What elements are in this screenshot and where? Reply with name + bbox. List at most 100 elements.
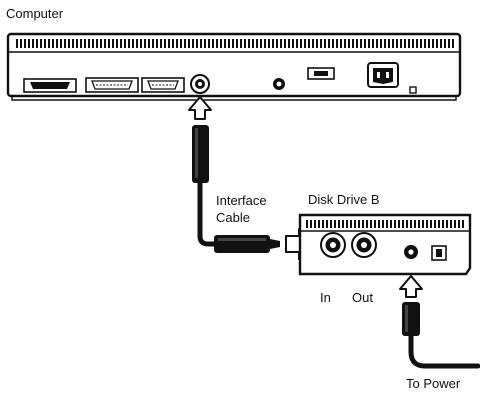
vent-slot — [100, 39, 102, 48]
drive-vents — [306, 220, 464, 228]
vent-slot — [348, 39, 350, 48]
vent-slot — [156, 39, 158, 48]
vent-slot — [438, 220, 440, 228]
vent-slot — [338, 220, 340, 228]
vent-slot — [88, 39, 90, 48]
vent-slot — [360, 39, 362, 48]
vent-slot — [410, 220, 412, 228]
interface-cable-label-line2: Cable — [216, 210, 250, 225]
vent-slot — [406, 220, 408, 228]
vent-slot — [388, 39, 390, 48]
vent-slot — [366, 220, 368, 228]
vent-slot — [452, 39, 454, 48]
vent-slot — [260, 39, 262, 48]
vent-slot — [434, 220, 436, 228]
vent-slot — [192, 39, 194, 48]
vent-slot — [276, 39, 278, 48]
vent-slot — [216, 39, 218, 48]
vent-slot — [188, 39, 190, 48]
computer-label: Computer — [6, 6, 64, 21]
vent-slot — [76, 39, 78, 48]
vent-slot — [440, 39, 442, 48]
vent-slot — [392, 39, 394, 48]
vent-slot — [68, 39, 70, 48]
computer-port-panel — [23, 62, 417, 94]
vent-slot — [280, 39, 282, 48]
vent-slot — [116, 39, 118, 48]
vent-slot — [52, 39, 54, 48]
indicator-light — [409, 86, 417, 94]
vent-slot — [422, 220, 424, 228]
vent-slot — [364, 39, 366, 48]
vent-slot — [376, 39, 378, 48]
mouse-port — [273, 78, 285, 90]
vent-slot — [176, 39, 178, 48]
vent-slot — [40, 39, 42, 48]
vent-slot — [356, 39, 358, 48]
vent-slot — [168, 39, 170, 48]
vent-slot — [228, 39, 230, 48]
vent-slot — [448, 39, 450, 48]
vent-slot — [344, 39, 346, 48]
vent-slot — [60, 39, 62, 48]
vent-slot — [64, 39, 66, 48]
vent-slot — [386, 220, 388, 228]
vent-slot — [374, 220, 376, 228]
vent-slot — [322, 220, 324, 228]
drive-out-port — [351, 232, 377, 258]
vent-slot — [418, 220, 420, 228]
vent-slot — [384, 39, 386, 48]
vent-slot — [432, 39, 434, 48]
vent-slot — [96, 39, 98, 48]
vent-slot — [350, 220, 352, 228]
drive-switch — [431, 245, 447, 261]
vent-slot — [390, 220, 392, 228]
disk-drive-port-computer — [190, 74, 210, 94]
vent-slot — [80, 39, 82, 48]
vent-slot — [372, 39, 374, 48]
vent-slot — [236, 39, 238, 48]
vent-slot — [416, 39, 418, 48]
vent-slot — [104, 39, 106, 48]
vent-slot — [300, 39, 302, 48]
vent-slot — [252, 39, 254, 48]
vent-slot — [136, 39, 138, 48]
vent-slot — [318, 220, 320, 228]
vent-slot — [84, 39, 86, 48]
arrow-up-icon — [188, 96, 212, 120]
drive-power-port — [404, 245, 418, 259]
interface-cable — [192, 125, 280, 253]
vent-slot — [152, 39, 154, 48]
vent-slot — [208, 39, 210, 48]
vent-slot — [310, 220, 312, 228]
vent-slot — [24, 39, 26, 48]
vent-slot — [436, 39, 438, 48]
vent-slot — [316, 39, 318, 48]
vent-slot — [92, 39, 94, 48]
vent-slot — [304, 39, 306, 48]
vent-slot — [184, 39, 186, 48]
vent-slot — [306, 220, 308, 228]
interface-cable-label-line1: Interface — [216, 193, 267, 208]
vent-slot — [362, 220, 364, 228]
vent-slot — [326, 220, 328, 228]
vent-slot — [346, 220, 348, 228]
vent-slot — [358, 220, 360, 228]
vent-slot — [292, 39, 294, 48]
vent-slot — [144, 39, 146, 48]
disk-drive-label: Disk Drive B — [308, 192, 380, 207]
vent-slot — [380, 39, 382, 48]
vent-slot — [44, 39, 46, 48]
vent-slot — [196, 39, 198, 48]
vent-slot — [296, 39, 298, 48]
vent-slot — [354, 220, 356, 228]
vent-slot — [420, 39, 422, 48]
power-socket — [367, 62, 399, 88]
drive-in-port — [320, 232, 346, 258]
out-port-label: Out — [352, 290, 373, 305]
vent-slot — [352, 39, 354, 48]
vent-slot — [312, 39, 314, 48]
reset-switch — [307, 67, 335, 80]
vent-slot — [458, 220, 460, 228]
